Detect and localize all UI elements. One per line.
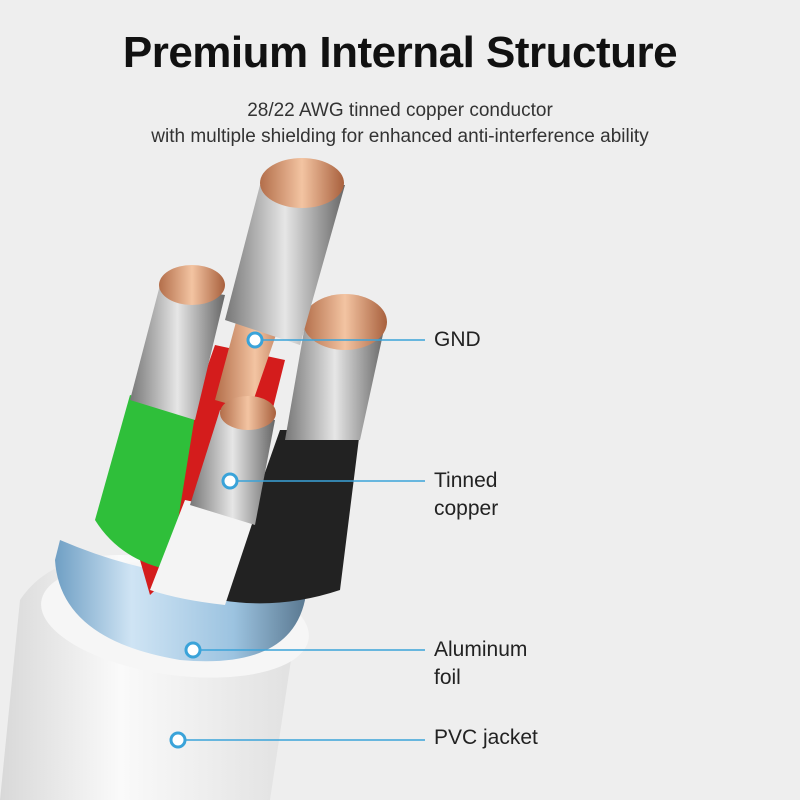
callout-aluminum-foil bbox=[184, 641, 425, 659]
subtitle-line-2: with multiple shielding for enhanced ant… bbox=[151, 126, 649, 147]
callout-gnd bbox=[246, 331, 425, 349]
aluminum-foil bbox=[55, 540, 310, 662]
wire-white bbox=[150, 396, 276, 605]
subtitle-line-1: 28/22 AWG tinned copper conductor bbox=[247, 100, 553, 121]
label-gnd: GND bbox=[434, 328, 481, 351]
callout-pvc-jacket bbox=[169, 731, 425, 749]
wire-black bbox=[220, 294, 387, 604]
wire-main bbox=[225, 158, 345, 345]
callout-tinned-copper bbox=[221, 472, 425, 490]
page-title: Premium Internal Structure bbox=[122, 28, 678, 77]
label-pvc-jacket: PVC jacket bbox=[434, 726, 538, 749]
wire-green bbox=[95, 265, 225, 570]
